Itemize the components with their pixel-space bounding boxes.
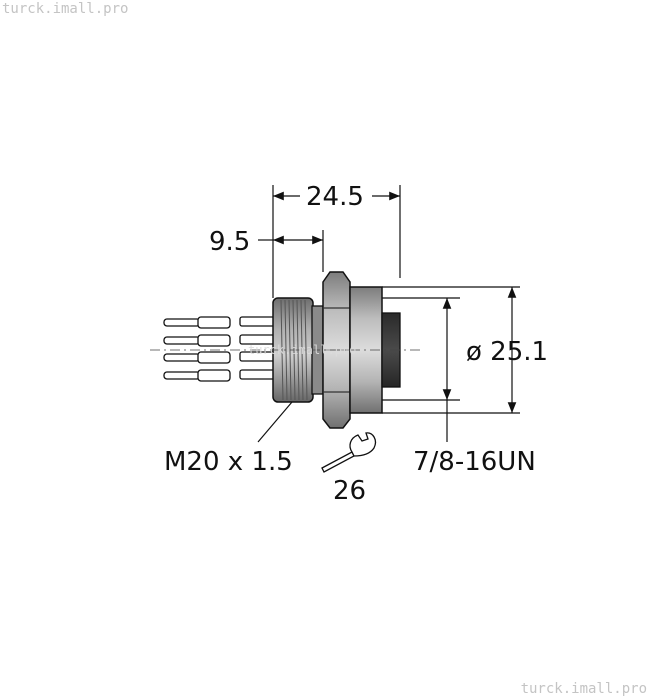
dim-front-thread-label: 7/8-16UN	[413, 447, 536, 477]
dim-diameter: ø 25.1	[466, 287, 548, 413]
dim-thread-length: 9.5	[209, 227, 323, 257]
dim-thread-length-label: 9.5	[209, 227, 250, 257]
dim-rear-thread-label: M20 x 1.5	[164, 447, 293, 477]
watermark-top: turck.imall.pro	[2, 1, 129, 17]
dim-overall-length-label: 24.5	[306, 182, 364, 212]
watermark-center: turck.imall.pro	[248, 343, 356, 357]
wrench-icon	[321, 432, 377, 473]
dim-overall-length: 24.5	[273, 182, 400, 212]
wrench-size-label: 26	[333, 476, 366, 506]
dim-front-thread: 7/8-16UN	[413, 298, 536, 477]
watermark-bottom: turck.imall.pro	[520, 681, 647, 697]
dim-rear-thread: M20 x 1.5	[164, 401, 293, 477]
dim-diameter-label: ø 25.1	[466, 337, 548, 367]
wire-pins	[163, 316, 277, 382]
